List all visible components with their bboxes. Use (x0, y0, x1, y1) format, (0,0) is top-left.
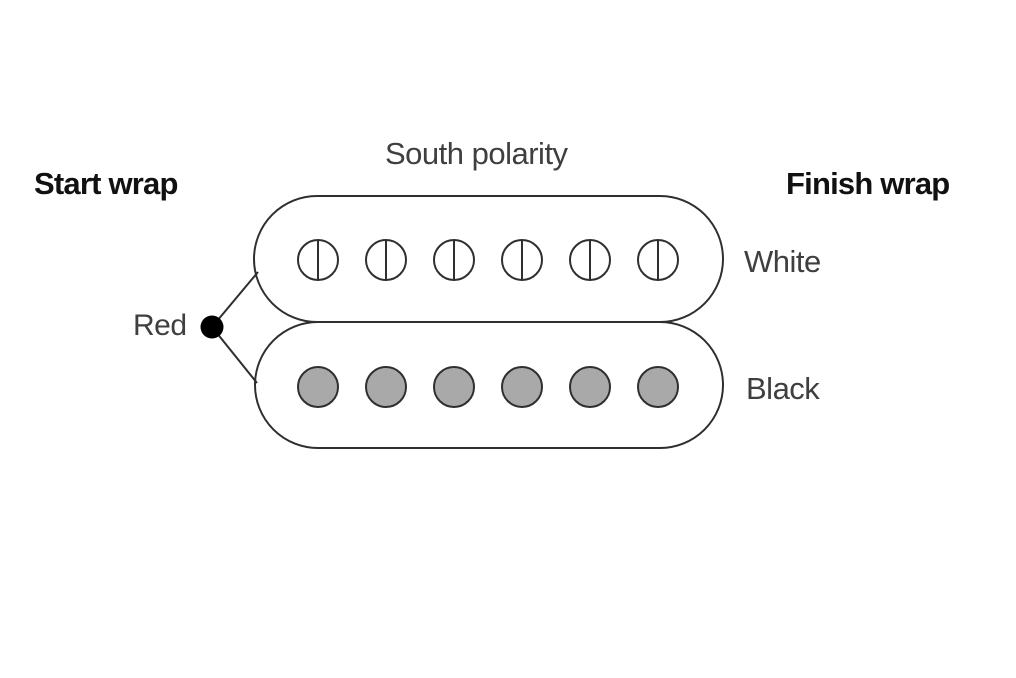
slug-pole (637, 366, 679, 408)
slug-pole (569, 366, 611, 408)
start-wire-to-top-coil (211, 271, 259, 328)
slug-pole (433, 366, 475, 408)
start-wire-dot (200, 315, 224, 339)
black-wire-label: Black (746, 371, 820, 406)
screw-pole-row (297, 239, 679, 281)
start-wrap-label: Start wrap (34, 166, 178, 201)
slug-pole-row (297, 366, 679, 408)
slug-pole (501, 366, 543, 408)
finish-wrap-label: Finish wrap (786, 166, 950, 201)
start-wire-to-bottom-coil (211, 326, 258, 384)
slug-pole (365, 366, 407, 408)
top-coil-bobbin (253, 195, 724, 323)
red-wire-label: Red (133, 309, 187, 342)
slug-pole (297, 366, 339, 408)
white-wire-label: White (744, 244, 821, 279)
south-polarity-label: South polarity (385, 136, 568, 171)
